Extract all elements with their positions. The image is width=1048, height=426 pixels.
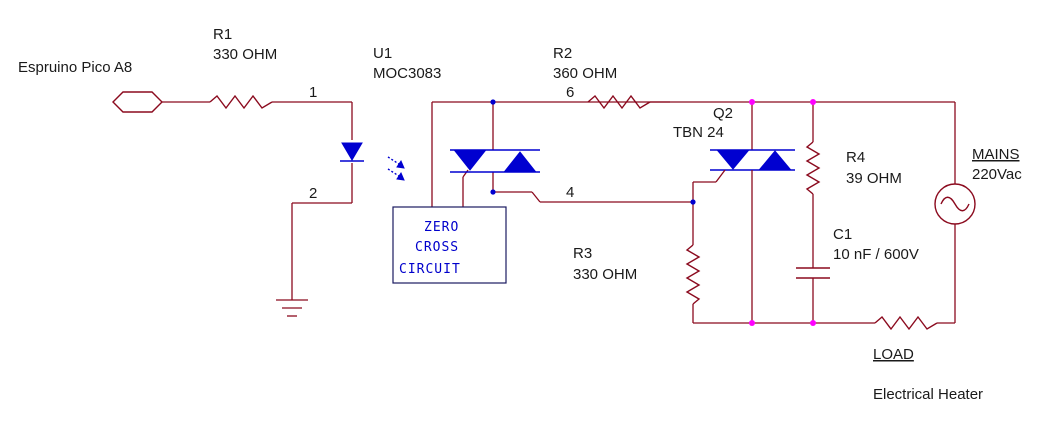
- load-ref-label: LOAD: [873, 346, 914, 363]
- junction-dot: [810, 320, 816, 326]
- pin-2-label: 2: [309, 185, 317, 202]
- r4-ref-label: R4: [846, 149, 865, 166]
- u1-ref-label: U1: [373, 45, 392, 62]
- input-label: Espruino Pico A8: [18, 59, 132, 76]
- gate-node: [690, 199, 696, 205]
- r2-ref-label: R2: [553, 45, 572, 62]
- q2-value-label: TBN 24: [673, 124, 724, 141]
- pin-1-label: 1: [309, 84, 317, 101]
- opto-node: [490, 189, 496, 195]
- mains-ref-label: MAINS: [972, 146, 1020, 163]
- zero-cross-line2: CROSS: [415, 240, 459, 255]
- r2-resistor[interactable]: [587, 94, 651, 110]
- pin-6-label: 6: [566, 84, 574, 101]
- zero-cross-line1: ZERO: [424, 220, 459, 235]
- c1-value-label: 10 nF / 600V: [833, 246, 919, 263]
- led-diode-icon: [340, 142, 364, 162]
- r1-value-label: 330 OHM: [213, 46, 277, 63]
- junction-dot: [810, 99, 816, 105]
- opto-node: [490, 99, 496, 105]
- ac-source-icon: [934, 183, 976, 225]
- u1-value-label: MOC3083: [373, 65, 441, 82]
- load-resistor[interactable]: [874, 315, 938, 331]
- q2-ref-label: Q2: [713, 105, 733, 122]
- ground-icon: [276, 299, 308, 317]
- r3-value-label: 330 OHM: [573, 266, 637, 283]
- input-port-icon[interactable]: [112, 91, 163, 113]
- mains-value-label: 220Vac: [972, 166, 1022, 183]
- pin-4-label: 4: [566, 184, 574, 201]
- blue-nodes: [490, 99, 696, 205]
- r1-resistor[interactable]: [209, 94, 273, 110]
- junction-dots: [749, 99, 816, 326]
- r1-ref-label: R1: [213, 26, 232, 43]
- r3-resistor[interactable]: [685, 244, 701, 305]
- light-arrows-icon: [387, 156, 405, 181]
- r2-value-label: 360 OHM: [553, 65, 617, 82]
- junction-dot: [749, 99, 755, 105]
- r4-value-label: 39 OHM: [846, 170, 902, 187]
- zero-cross-line3: CIRCUIT: [399, 262, 461, 277]
- zero-cross-box: [392, 206, 507, 284]
- r4-resistor[interactable]: [805, 141, 821, 195]
- opto-triac-icon: [450, 149, 540, 173]
- c1-capacitor[interactable]: [796, 267, 830, 279]
- r3-ref-label: R3: [573, 245, 592, 262]
- load-value-label: Electrical Heater: [873, 386, 983, 403]
- c1-ref-label: C1: [833, 226, 852, 243]
- junction-dot: [749, 320, 755, 326]
- power-triac-icon: [710, 149, 795, 171]
